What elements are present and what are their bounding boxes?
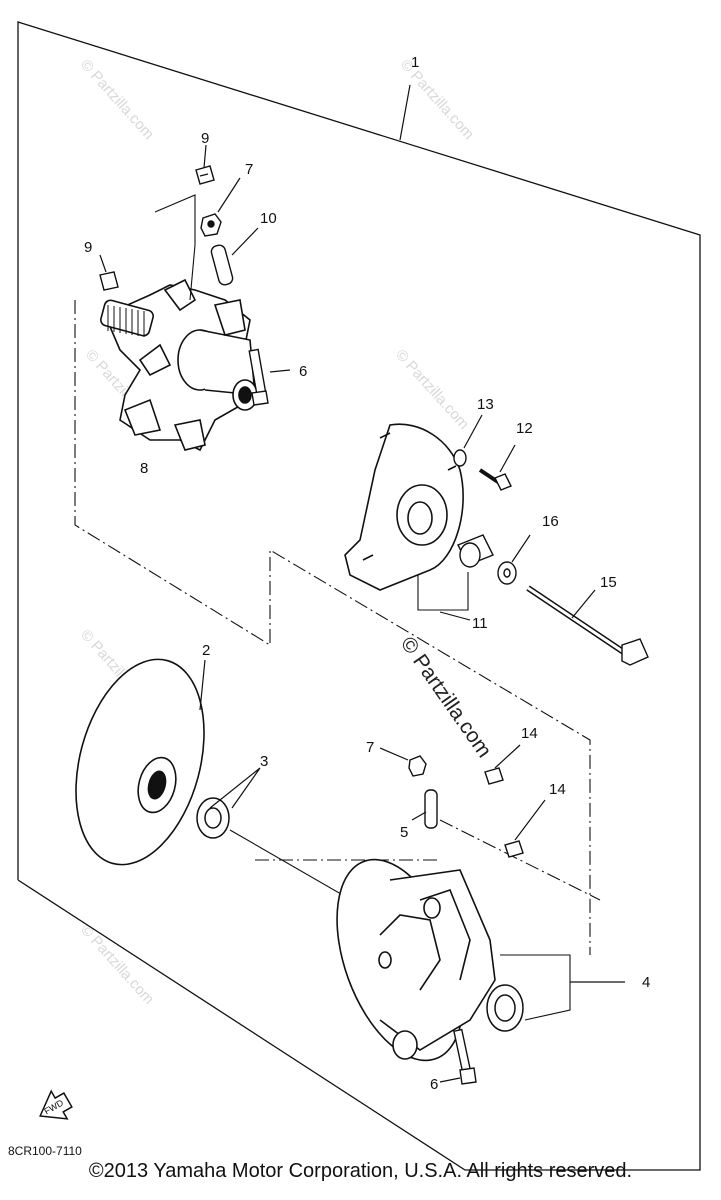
collar: [457, 534, 494, 568]
slider-9-left: [99, 271, 119, 291]
callout-4: 4: [642, 974, 650, 991]
watermark: © Partzilla.com: [397, 56, 477, 142]
washer-16: [497, 561, 517, 585]
callout-1: 1: [411, 54, 419, 71]
callout-14a: 14: [521, 725, 538, 742]
pin-5: [424, 789, 438, 829]
spacer-3: [196, 797, 230, 839]
watermark: © Partzilla.com: [392, 346, 472, 432]
watermark: © Partzilla.com: [77, 56, 157, 142]
spider-hub: [100, 278, 258, 452]
callout-2: 2: [202, 642, 210, 659]
washer-13: [453, 449, 467, 467]
callout-6-lower: 6: [430, 1076, 438, 1093]
callout-labels: 1 2 3 4 5 6 6 7 7 8 9 9 10 11 12 13 14 1…: [84, 54, 650, 1093]
callout-11: 11: [472, 615, 488, 632]
sheave-2: [75, 658, 205, 866]
nut-7-upper: [200, 213, 222, 237]
bolt-12: [478, 468, 512, 491]
callout-3: 3: [260, 753, 268, 770]
callout-5: 5: [400, 824, 408, 841]
nut-7-lower: [408, 755, 427, 777]
bracket-lines: [74, 300, 601, 955]
drawing-code: 8CR100-7110: [8, 1144, 82, 1158]
cover-11: [344, 423, 464, 591]
callout-14b: 14: [549, 781, 566, 798]
callout-7-upper: 7: [245, 161, 253, 178]
callout-16: 16: [542, 513, 559, 530]
callout-10: 10: [260, 210, 277, 227]
watermark: © Partzilla.com: [77, 921, 157, 1007]
bolt-15: [526, 585, 649, 666]
copyright-footer: ©2013 Yamaha Motor Corporation, U.S.A. A…: [88, 1160, 633, 1182]
callout-8: 8: [140, 460, 148, 477]
callout-9-left: 9: [84, 239, 92, 256]
bolt-6-upper: [248, 348, 269, 406]
bushing-4: [486, 984, 524, 1032]
callout-12: 12: [516, 420, 533, 437]
callout-6-upper: 6: [299, 363, 307, 380]
slider-14b: [504, 840, 524, 858]
callout-9-upper: 9: [201, 130, 209, 147]
pin-10: [210, 244, 234, 286]
bolt-6-lower: [453, 1028, 477, 1085]
callout-13: 13: [477, 396, 494, 413]
front-arrow-icon: FWD: [39, 1089, 73, 1120]
assembly-outline: [17, 21, 701, 1171]
slider-9-upper: [195, 165, 215, 185]
callout-7-lower: 7: [366, 739, 374, 756]
slider-14a: [484, 767, 504, 785]
sheave-assembly-4: [336, 858, 496, 1062]
callout-15: 15: [600, 574, 617, 591]
watermark-large: © Partzilla.com: [396, 633, 496, 762]
